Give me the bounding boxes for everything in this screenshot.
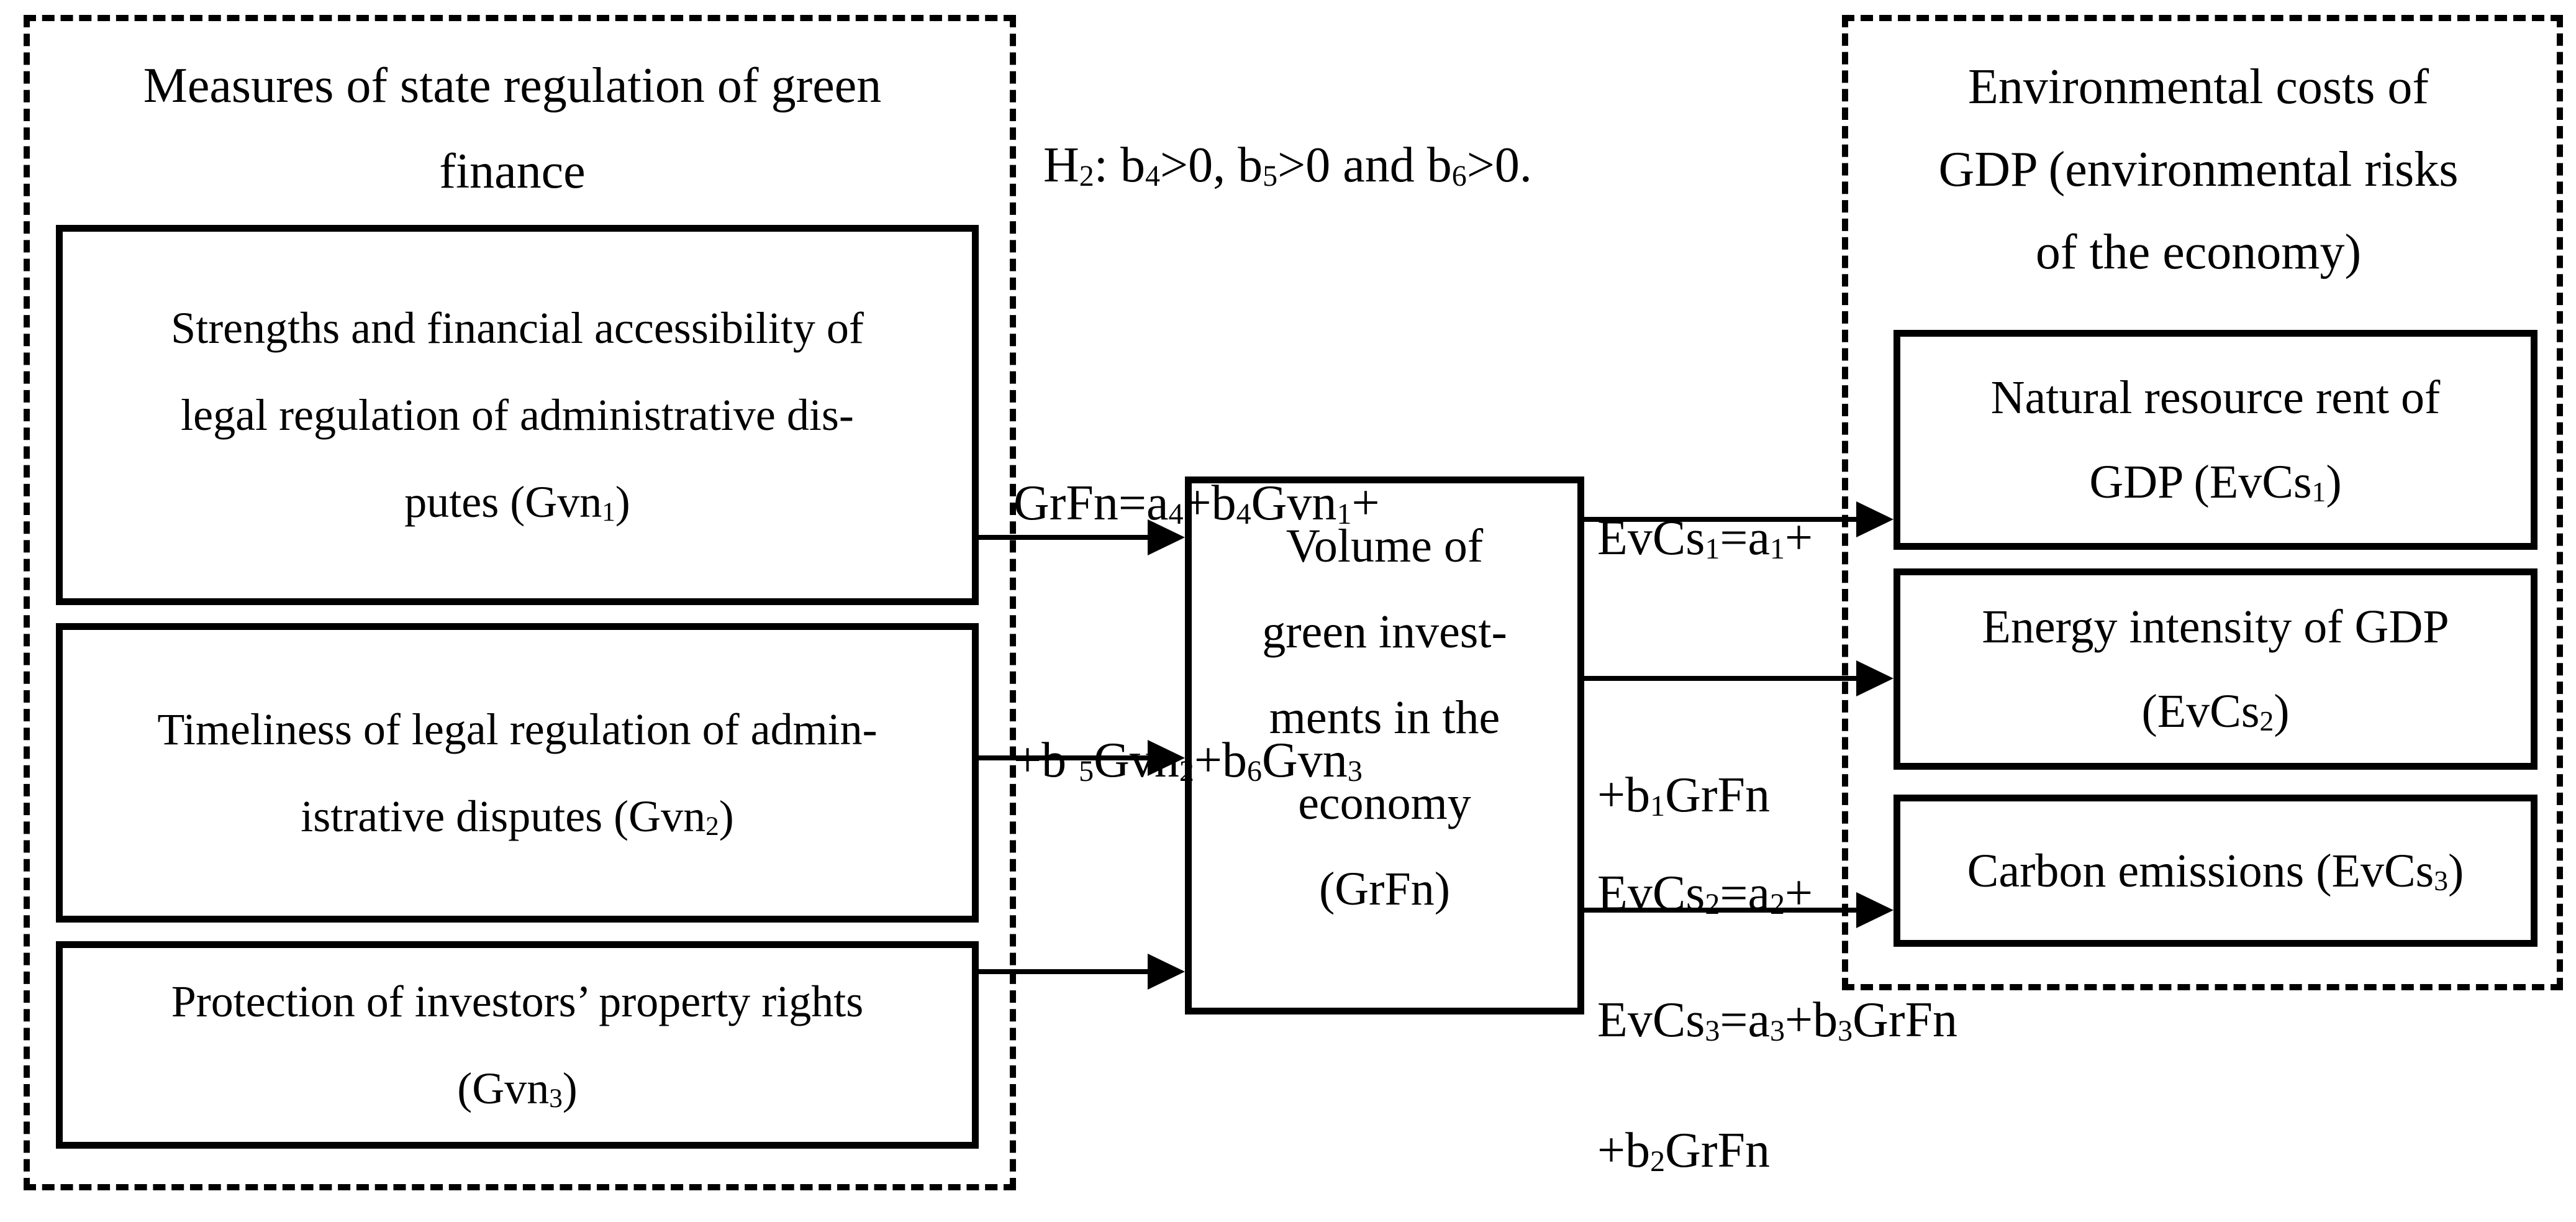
arrow-gvn3-to-grfn bbox=[979, 954, 1185, 990]
evcs1-equation-label: EvCs1=a1+ +b1GrFn bbox=[1597, 324, 1813, 1010]
arrow-shaft bbox=[1584, 517, 1860, 522]
gvn1-box-line-3: putes (Gvn1) bbox=[404, 477, 630, 527]
arrow-shaft bbox=[1584, 676, 1860, 681]
volume-of-green-investments-box: Volume of green invest- ments in the eco… bbox=[1185, 476, 1584, 1015]
hypothesis-h1-label: H1: b1, b2 and/or b3 are different in de… bbox=[1456, 1048, 2352, 1222]
volume-box-line-1: Volume of bbox=[1286, 520, 1484, 572]
volume-box-line-5: (GrFn) bbox=[1318, 863, 1451, 915]
left-panel-title: Measures of state regulation of green fi… bbox=[62, 43, 963, 214]
arrow-head bbox=[1856, 501, 1893, 537]
right-panel-title-line-2: GDP (environmental risks bbox=[1938, 142, 2459, 197]
arrow-shaft bbox=[1584, 908, 1860, 913]
arrow-head bbox=[1856, 660, 1893, 696]
gvn3-box-line-1: Protection of investors’ property rights bbox=[171, 977, 864, 1026]
carbon-emissions-box: Carbon emissions (EvCs3) bbox=[1893, 795, 2537, 947]
gvn3-box-line-2: (Gvn3) bbox=[457, 1064, 578, 1114]
evcs3-equation-label: EvCs3=a3+b3GrFn bbox=[1597, 993, 1958, 1047]
volume-box-line-4: economy bbox=[1298, 777, 1471, 829]
evcs1-equation-line-2: +b1GrFn bbox=[1597, 768, 1771, 823]
left-dashed-container bbox=[24, 15, 1016, 1190]
natural-resource-rent-box: Natural resource rent of GDP (EvCs1) bbox=[1893, 330, 2537, 550]
gvn2-box-line-1: Timeliness of legal regulation of admin- bbox=[157, 704, 878, 754]
right-panel-title-line-3: of the economy) bbox=[2035, 225, 2362, 280]
gvn1-box: Strengths and financial accessibility of… bbox=[56, 225, 979, 605]
evcs2-box-line-1: Energy intensity of GDP bbox=[1982, 601, 2449, 653]
arrow-grfn-to-evcs3 bbox=[1584, 892, 1893, 928]
grfn-equation-line-1: GrFn=a4+b4Gvn1+ bbox=[1014, 476, 1380, 531]
gvn2-box: Timeliness of legal regulation of admin-… bbox=[56, 623, 979, 923]
right-panel-title-line-1: Environmental costs of bbox=[1967, 60, 2429, 114]
right-dashed-container bbox=[1842, 15, 2563, 990]
arrow-head bbox=[1148, 519, 1185, 555]
arrow-grfn-to-evcs1 bbox=[1584, 501, 1893, 537]
gvn3-box: Protection of investors’ property rights… bbox=[56, 941, 979, 1149]
hypothesis-h2-label: H2: b4>0, b5>0 and b6>0. bbox=[1043, 138, 1532, 193]
left-panel-title-line-2: finance bbox=[439, 144, 586, 199]
gvn2-box-line-2: istrative disputes (Gvn2) bbox=[301, 791, 734, 842]
left-panel-title-line-1: Measures of state regulation of green bbox=[143, 58, 882, 113]
hypothesis-h1-line-1: H1: b1, b2 and/or b3 are different in de… bbox=[1456, 1207, 2352, 1222]
evcs2-equation-label: EvCs2=a2+ +b2GrFn bbox=[1597, 679, 1813, 1222]
arrow-head bbox=[1856, 892, 1893, 928]
right-panel-title: Environmental costs of GDP (environmenta… bbox=[1869, 46, 2528, 294]
evcs1-box-line-2: GDP (EvCs1) bbox=[2089, 456, 2342, 508]
arrow-shaft bbox=[979, 755, 1151, 760]
gvn1-box-line-2: legal regulation of administrative dis- bbox=[181, 390, 854, 440]
arrow-gvn1-to-grfn bbox=[979, 519, 1185, 555]
volume-box-line-3: ments in the bbox=[1269, 691, 1500, 744]
evcs3-box-line-1: Carbon emissions (EvCs3) bbox=[1967, 844, 2464, 897]
arrow-head bbox=[1148, 954, 1185, 990]
arrow-shaft bbox=[979, 969, 1151, 974]
arrow-head bbox=[1148, 740, 1185, 776]
evcs2-equation-line-2: +b2GrFn bbox=[1597, 1123, 1771, 1178]
evcs2-equation-line-1: EvCs2=a2+ bbox=[1597, 866, 1813, 921]
volume-box-line-2: green invest- bbox=[1262, 606, 1507, 658]
arrow-shaft bbox=[979, 535, 1151, 540]
evcs1-box-line-1: Natural resource rent of bbox=[1990, 372, 2441, 424]
arrow-grfn-to-evcs2 bbox=[1584, 660, 1893, 696]
grfn-equation-label: GrFn=a4+b4Gvn1+ +b 5Gvn2+b6Gvn3 bbox=[1014, 289, 1380, 975]
grfn-equation-line-2: +b 5Gvn2+b6Gvn3 bbox=[1014, 733, 1363, 788]
evcs2-box-line-2: (EvCs2) bbox=[2141, 685, 2290, 737]
arrow-gvn2-to-grfn bbox=[979, 740, 1185, 776]
energy-intensity-box: Energy intensity of GDP (EvCs2) bbox=[1893, 568, 2537, 770]
evcs1-equation-line-1: EvCs1=a1+ bbox=[1597, 511, 1813, 565]
gvn1-box-line-1: Strengths and financial accessibility of bbox=[171, 303, 864, 353]
